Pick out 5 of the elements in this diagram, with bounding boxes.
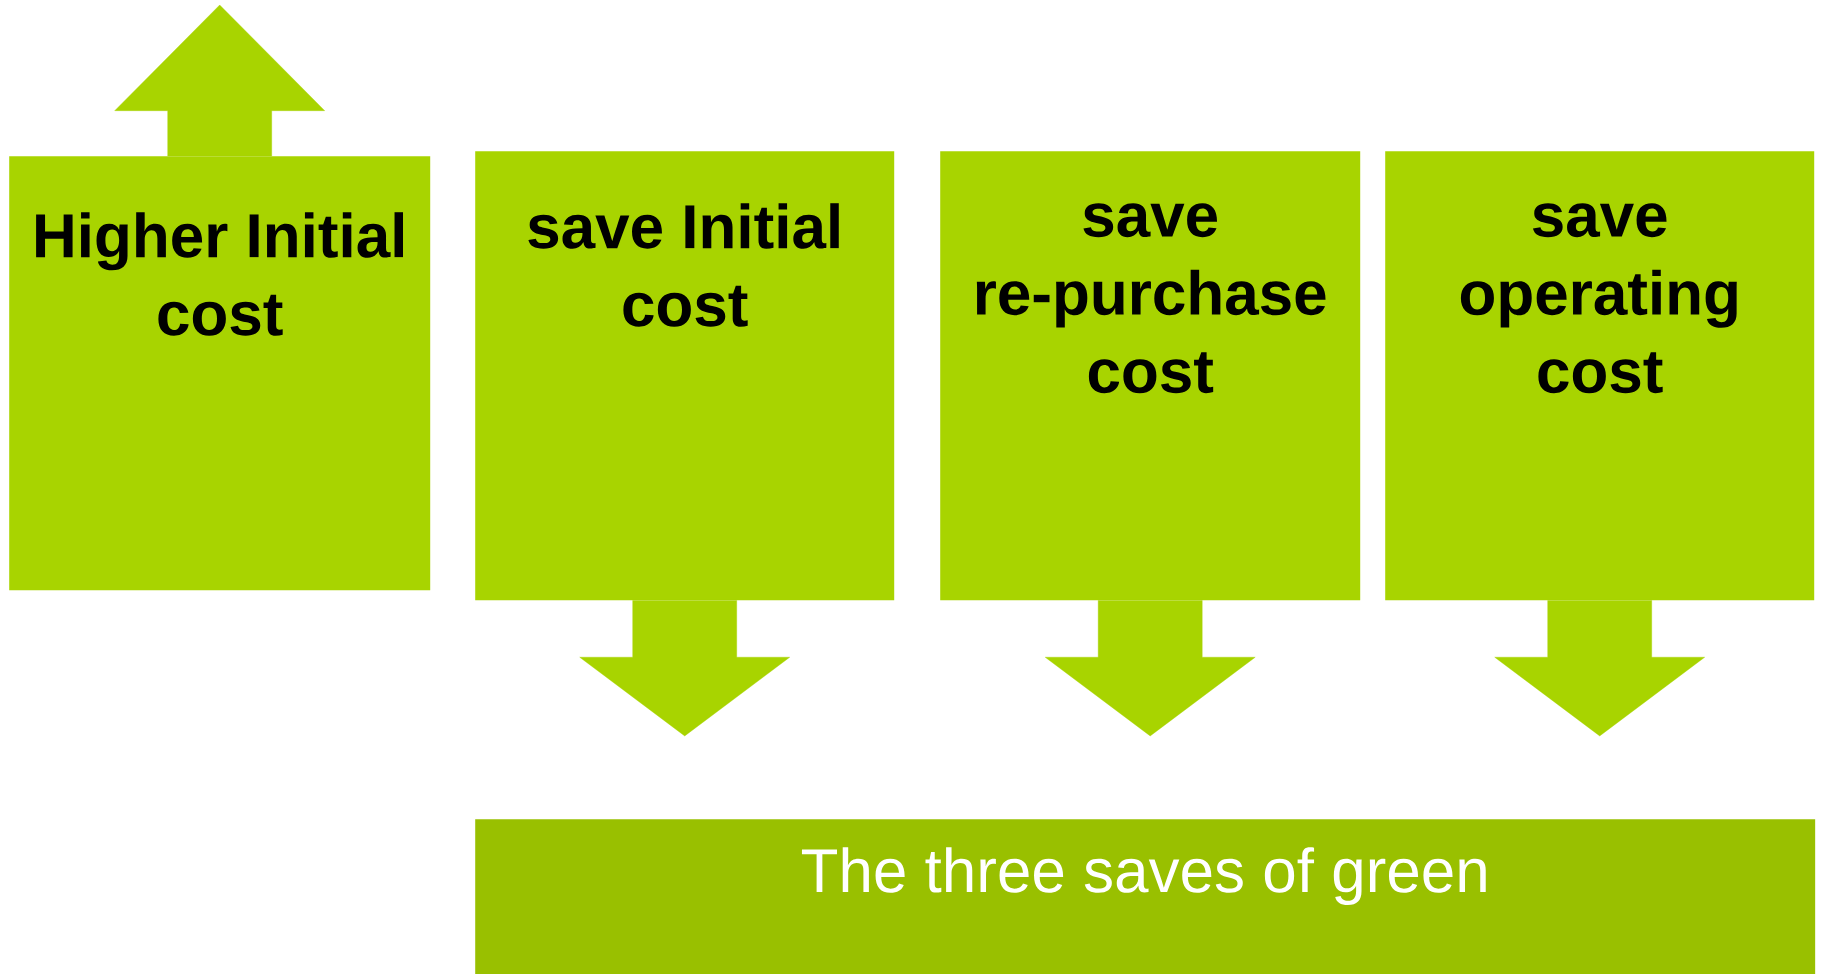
block-arrow [579, 600, 790, 737]
banner-box: The three saves of green [475, 819, 1816, 974]
block-arrow [114, 4, 325, 157]
block-arrow [1045, 600, 1256, 737]
block-arrow [1494, 600, 1705, 737]
